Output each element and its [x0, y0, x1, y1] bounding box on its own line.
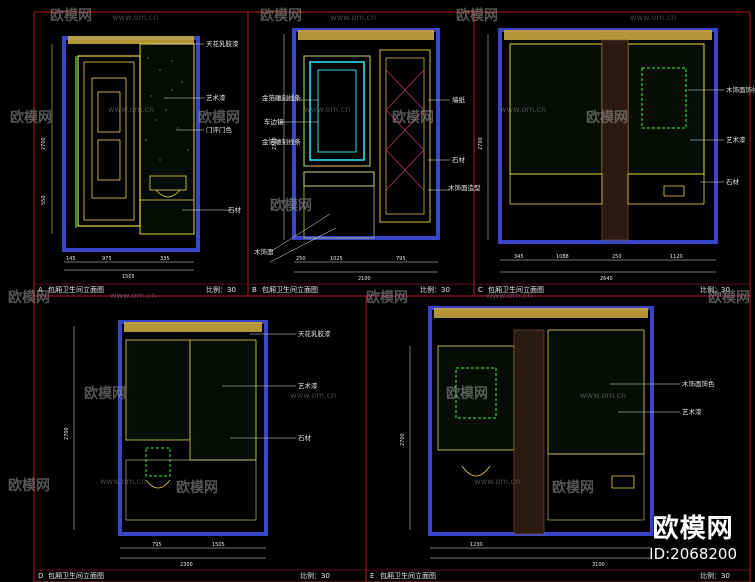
panel-e-title: 包厢卫生间立面图	[380, 571, 436, 580]
watermark-layer: 欧模网 www.om.cn 欧模网 www.om.cn 欧模网 www.om.c…	[8, 7, 750, 496]
dim-e-h: 2700	[400, 433, 406, 446]
brand-logo: 欧模网	[652, 514, 734, 544]
watermark-url: www.om.cn	[474, 477, 520, 486]
panel-d-letter: D	[38, 572, 43, 580]
dim-a-w1: 145	[66, 256, 76, 262]
panel-c-letter: C	[478, 286, 483, 294]
elevation-panel-c: 木饰面饰线 艺术漆 石材 2700 345 1088 250 1120 2640…	[478, 28, 755, 294]
dim-b-w1: 250	[296, 256, 306, 262]
watermark-url: www.om.cn	[486, 291, 532, 300]
watermark-url: www.om.cn	[330, 13, 376, 22]
label-c1: 木饰面饰线	[726, 85, 755, 94]
dim-d-total: 2300	[180, 562, 193, 568]
watermark-brand: 欧模网	[392, 109, 434, 126]
watermark-brand: 欧模网	[260, 7, 302, 24]
dim-c-w4: 1120	[670, 254, 683, 260]
stone-texture	[145, 57, 189, 161]
watermark-url: www.om.cn	[290, 391, 336, 400]
label-b2: 车边镜	[264, 117, 284, 126]
watermark-brand: 欧模网	[176, 479, 218, 496]
dim-a-w3: 335	[160, 256, 170, 262]
panel-a-scale: 比例：30	[206, 285, 236, 294]
watermark-url: www.om.cn	[630, 13, 676, 22]
watermark-brand: 欧模网	[446, 385, 488, 402]
watermark-brand: 欧模网	[8, 289, 50, 306]
label-c2: 艺术漆	[726, 135, 746, 144]
watermark-brand: 欧模网	[270, 197, 312, 214]
watermark-url: www.om.cn	[112, 13, 158, 22]
dim-b-total: 2100	[358, 276, 371, 282]
watermark-brand: 欧模网	[586, 109, 628, 126]
label-d2: 艺术漆	[298, 381, 318, 390]
label-d1: 天花乳胶漆	[298, 329, 331, 338]
panel-d-scale: 比例：30	[300, 571, 330, 580]
label-b5: 墙纸	[452, 95, 466, 104]
dim-a-total: 1505	[122, 274, 135, 280]
panel-e-letter: E	[370, 572, 374, 580]
watermark-brand: 欧模网	[50, 7, 92, 24]
label-a2: 艺术漆	[206, 93, 226, 102]
watermark-url: www.om.cn	[110, 291, 156, 300]
elevation-panel-a: 天花乳胶漆 艺术漆 门评门色 石材 2700 550 145 975 335 1…	[38, 36, 242, 294]
panel-d-title: 包厢卫生间立面图	[48, 571, 104, 580]
label-a3: 门评门色	[206, 125, 233, 134]
panel-b-letter: B	[252, 286, 257, 294]
elevation-panel-e: 木饰面饰色 艺术漆 2700 1230 3100 E 包厢卫生间立面图 比例：3…	[370, 306, 730, 580]
dim-a-h: 2700	[41, 137, 47, 150]
dim-a-w2: 975	[102, 256, 112, 262]
watermark-brand: 欧模网	[8, 477, 50, 494]
watermark-url: www.om.cn	[108, 105, 154, 114]
panel-a-title: 包厢卫生间立面图	[48, 285, 104, 294]
watermark-brand: 欧模网	[366, 289, 408, 306]
label-b4: 石材	[452, 155, 466, 164]
label-b1: 金箔雕刻线条	[262, 93, 302, 102]
watermark-brand: 欧模网	[198, 109, 240, 126]
watermark-brand: 欧模网	[456, 7, 498, 24]
label-b6: 木饰面	[254, 247, 274, 256]
watermark-brand: 欧模网	[708, 289, 750, 306]
dim-d-w1: 795	[152, 542, 162, 548]
watermark-brand: 欧模网	[10, 109, 52, 126]
panel-e-scale: 比例：30	[700, 571, 730, 580]
dim-b-w3: 795	[396, 256, 406, 262]
dim-a-h2: 550	[41, 195, 47, 205]
model-id: ID:2068200	[649, 545, 737, 563]
label-c3: 石材	[726, 177, 740, 186]
dim-e-w1: 1230	[470, 542, 483, 548]
watermark-url: www.om.cn	[100, 477, 146, 486]
label-e1: 木饰面饰色	[682, 379, 715, 388]
dim-b-w2: 1025	[330, 256, 343, 262]
panel-c-scale: 比例：30	[700, 285, 730, 294]
watermark-url: www.om.cn	[580, 391, 626, 400]
label-a4: 石材	[228, 205, 242, 214]
dim-c-total: 2640	[600, 276, 613, 282]
dim-d-w2: 1505	[212, 542, 225, 548]
panel-c-title: 包厢卫生间立面图	[488, 285, 544, 294]
watermark-url: www.om.cn	[500, 105, 546, 114]
dim-c-h: 2700	[478, 137, 484, 150]
dim-c-w1: 345	[514, 254, 524, 260]
dim-c-w2: 1088	[556, 254, 569, 260]
label-b3: 金箔雕刻线条	[262, 137, 302, 146]
panel-b-title: 包厢卫生间立面图	[262, 285, 318, 294]
label-a1: 天花乳胶漆	[206, 39, 239, 48]
watermark-brand: 欧模网	[84, 385, 126, 402]
dim-b-h: 2700	[272, 137, 278, 150]
panel-b-scale: 比例：30	[420, 285, 450, 294]
dim-c-w3: 250	[612, 254, 622, 260]
watermark-url: www.om.cn	[304, 105, 350, 114]
sheet-frame	[33, 11, 751, 582]
elevation-panel-d: 天花乳胶漆 艺术漆 石材 2700 795 1505 2300 D 包厢卫生间立…	[38, 320, 331, 580]
elevation-panel-b: 金箔雕刻线条 车边镜 金箔雕刻线条 墙纸 石材 木饰面造型 木饰面 2700 2…	[252, 28, 481, 294]
panel-a-letter: A	[38, 286, 43, 294]
label-d3: 石材	[298, 433, 312, 442]
watermark-brand: 欧模网	[552, 479, 594, 496]
label-b7: 木饰面造型	[448, 183, 481, 192]
dim-e-w2: 3100	[592, 562, 605, 568]
brand-badge: 欧模网 ID:2068200	[649, 508, 737, 563]
label-e2: 艺术漆	[682, 407, 702, 416]
dim-d-h: 2700	[64, 427, 70, 440]
